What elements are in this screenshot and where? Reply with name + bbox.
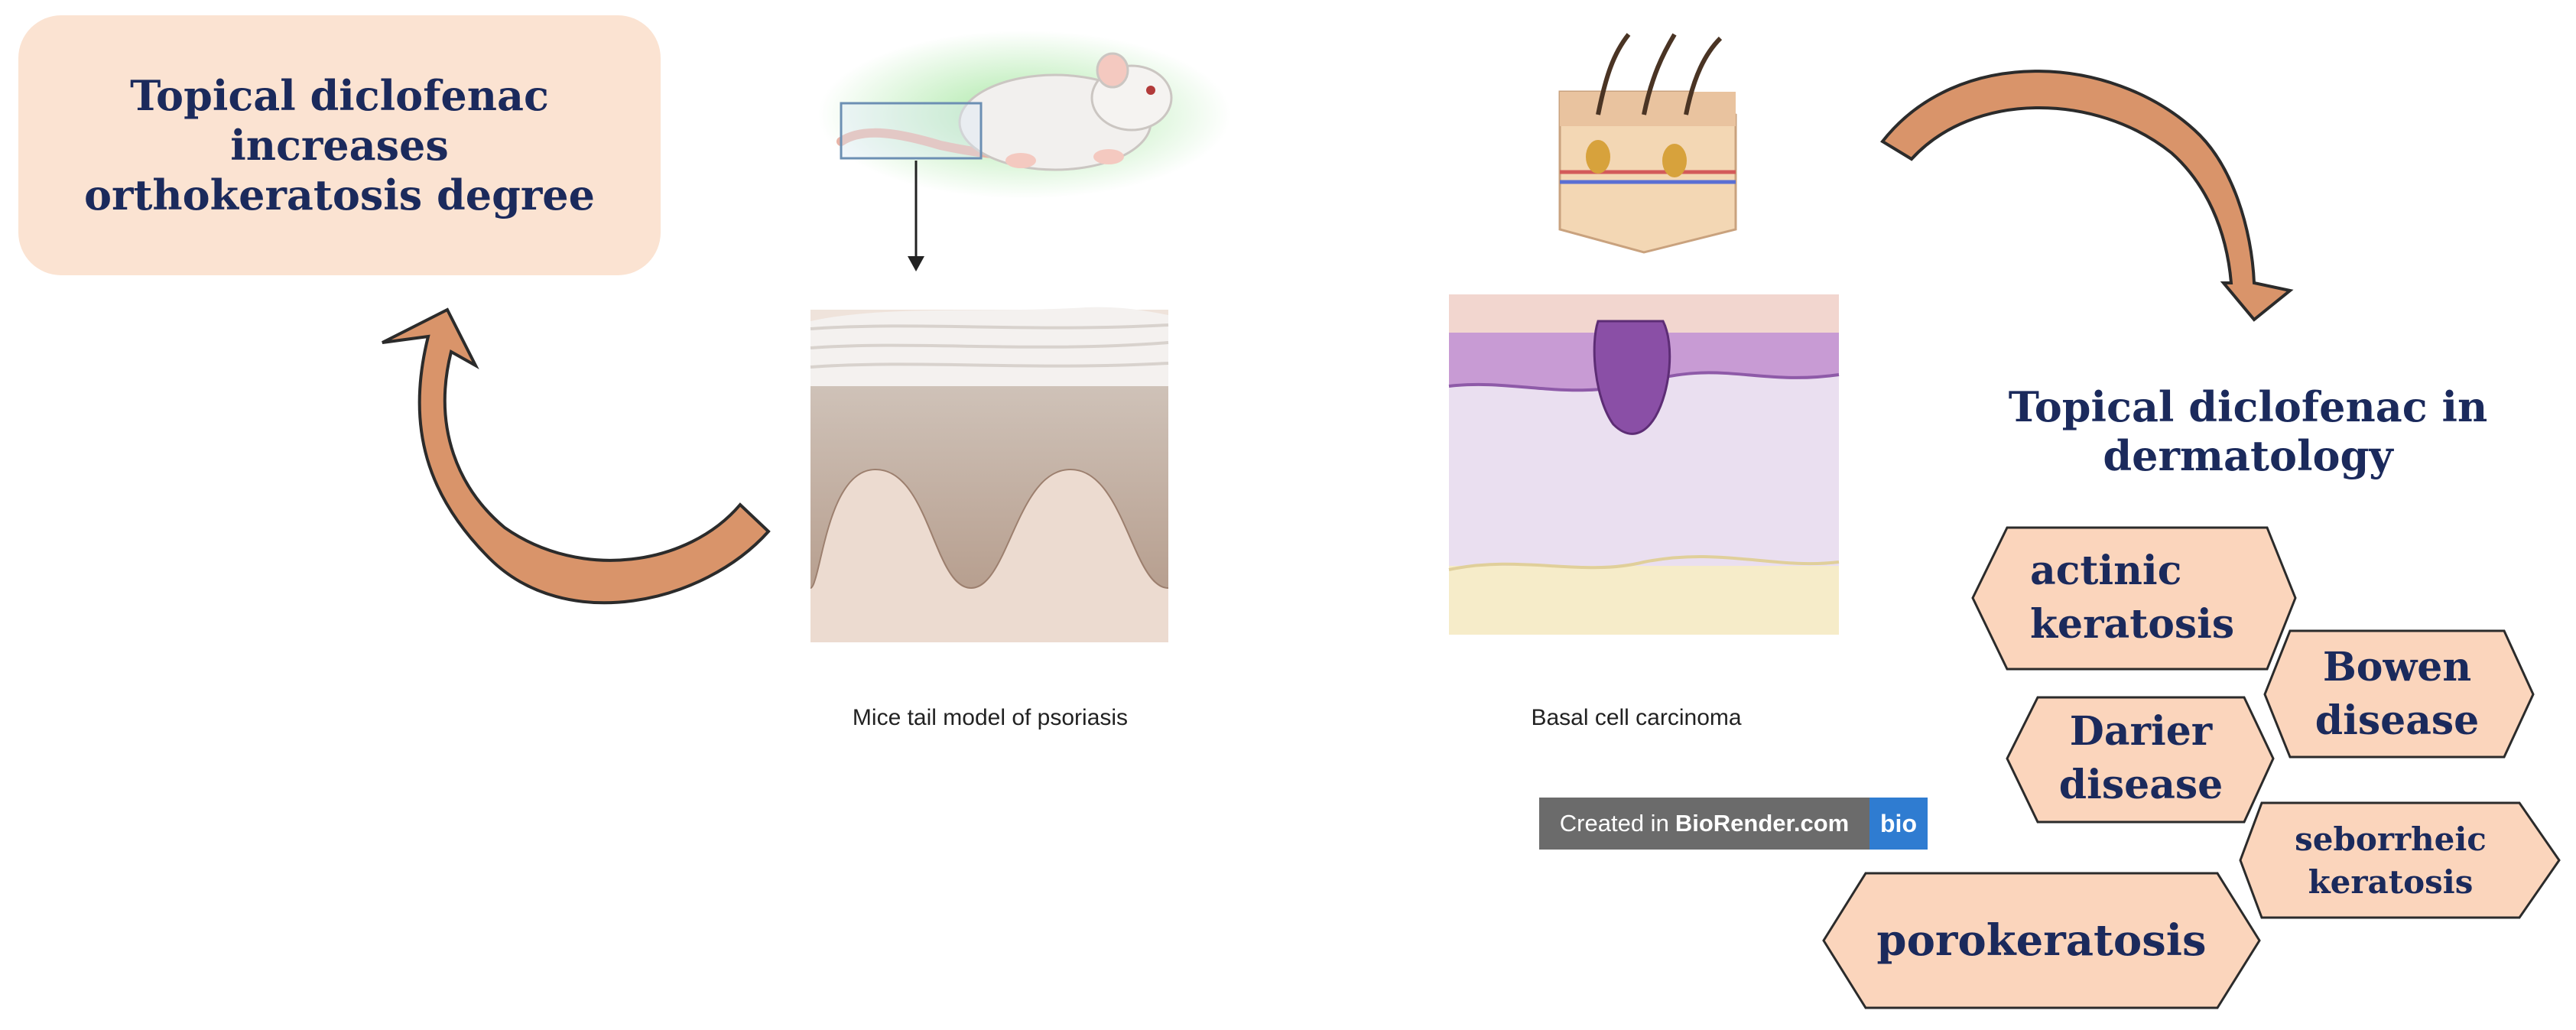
condition-hexagon-porokeratosis	[1822, 872, 2261, 1009]
condition-hexagon-bowen-disease	[2263, 629, 2535, 759]
skin-cross-section-icon	[1558, 33, 1737, 254]
caption-psoriasis-model: Mice tail model of psoriasis	[852, 705, 1129, 730]
conclusion-callout: Topical diclofenac increases orthokerato…	[18, 15, 661, 275]
down-arrow-icon	[908, 161, 924, 271]
caption-basal-cell-carcinoma: Basal cell carcinoma	[1531, 705, 1742, 730]
condition-hexagon-actinic-keratosis	[1971, 526, 2297, 671]
badge-text: Created in BioRender.com	[1539, 798, 1869, 850]
condition-hexagon-darier-disease	[2006, 696, 2275, 824]
condition-label-darier-disease: Darier disease	[2058, 708, 2224, 808]
callout-text: Topical diclofenac increases orthokerato…	[83, 70, 595, 219]
condition-label-porokeratosis: porokeratosis	[1876, 915, 2207, 966]
tail-epidermis-histology	[809, 307, 1169, 642]
section-title: Topical diclofenac in dermatology	[2008, 382, 2488, 480]
biorender-badge[interactable]: Created in BioRender.com bio	[1539, 798, 1928, 850]
condition-label-bowen-disease: Bowen disease	[2315, 644, 2480, 744]
tail-selection-box	[840, 102, 983, 160]
condition-label-seborrheic-keratosis: seborrheic keratosis	[2295, 820, 2487, 901]
mouse-icon	[818, 31, 1231, 199]
condition-label-actinic-keratosis: actinic keratosis	[2030, 547, 2235, 648]
curved-arrow-icon	[382, 307, 771, 605]
biorender-logo-icon: bio	[1869, 798, 1928, 850]
basal-cell-carcinoma-histology	[1448, 294, 1840, 635]
curved-arrow-icon	[1880, 70, 2294, 322]
condition-hexagon-seborrheic-keratosis	[2239, 801, 2561, 919]
